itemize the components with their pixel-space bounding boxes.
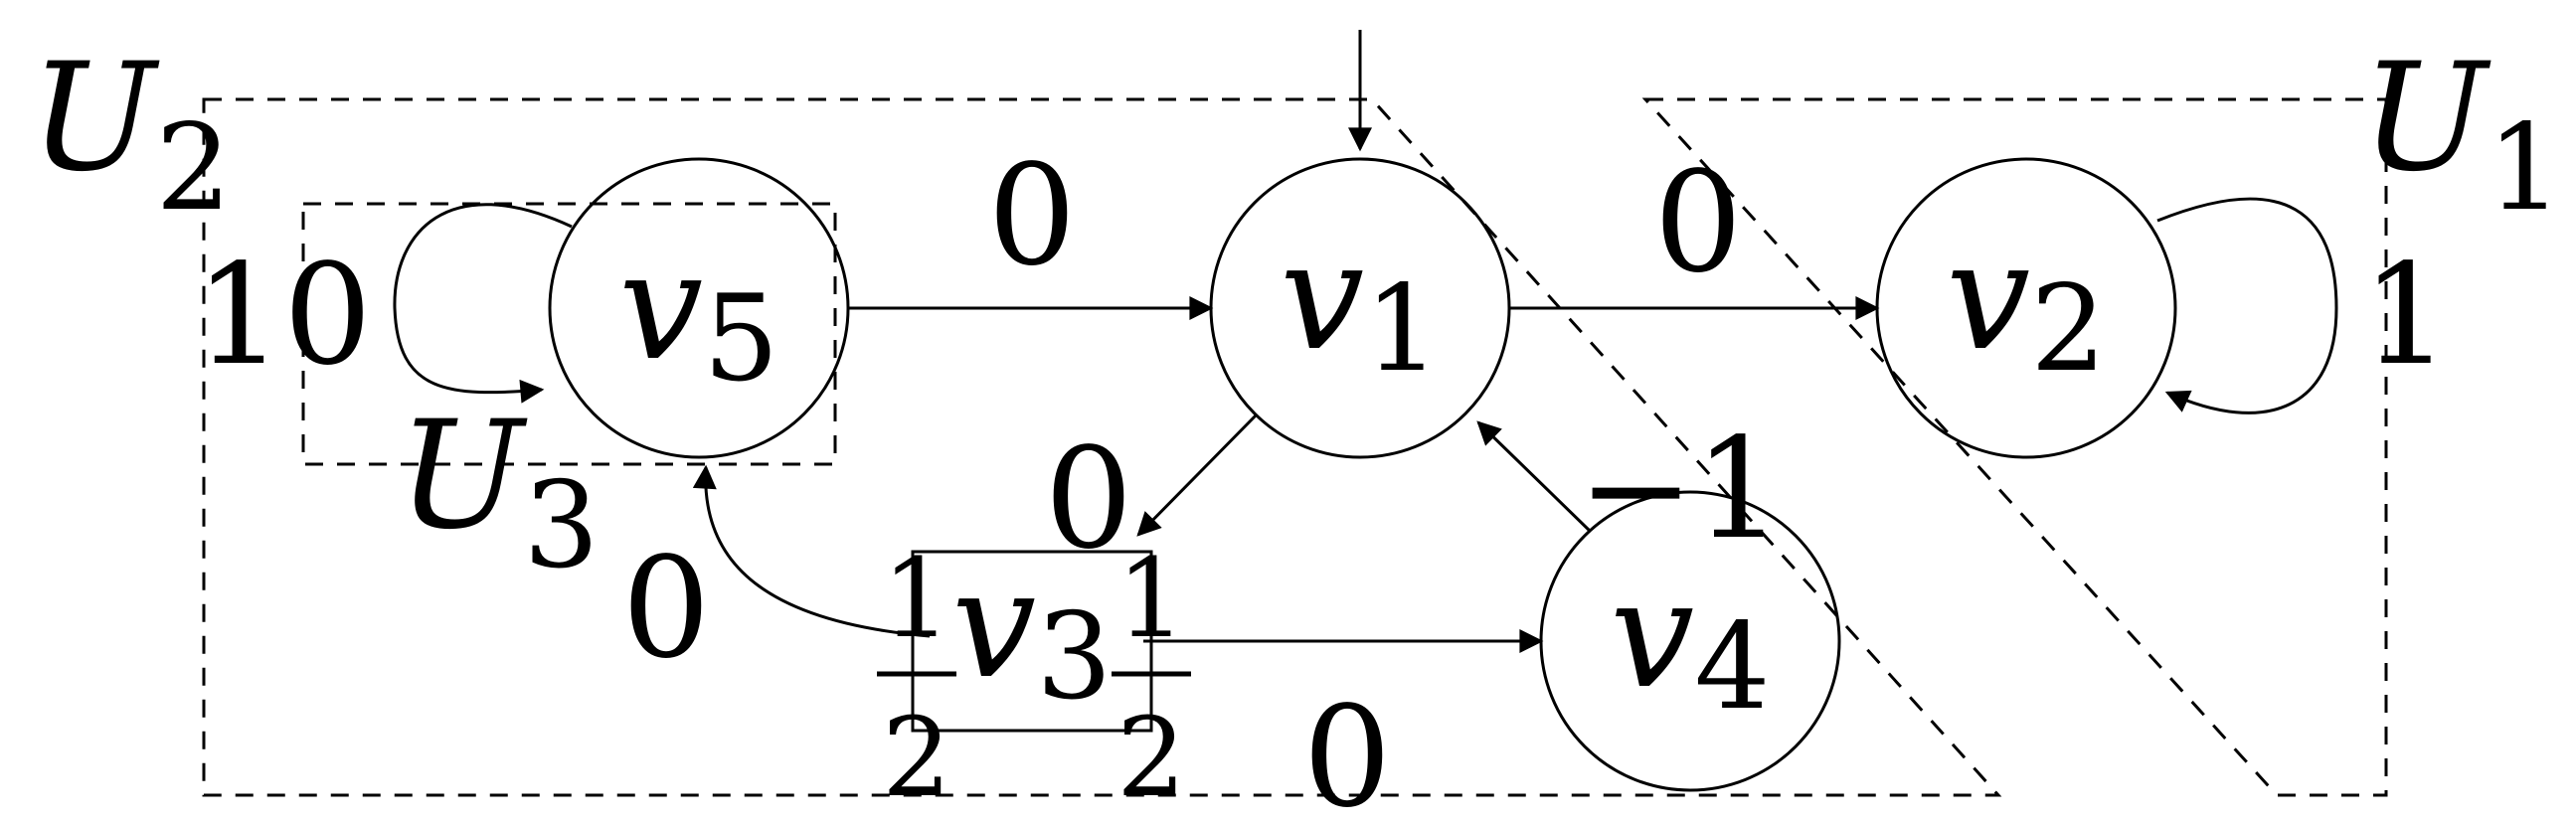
edge-v5-self-loop [393,203,573,404]
label-v5-loop: 10 [195,235,372,397]
label-v3-v5: 0 [621,528,710,690]
edge-v1-v3 [1136,413,1258,537]
node-v1 [1209,157,1511,459]
label-v4-v1: −1 [1578,409,1783,571]
label-v1-v2: 0 [1653,142,1742,304]
region-u1-label: U1 [2361,32,2563,238]
fraction-v3-left-numerator: 1 [882,535,951,662]
node-v2 [1875,157,2177,459]
node-v2-label: v2 [1946,211,2106,399]
node-v5 [548,157,850,459]
label-v1-v3: 0 [1044,418,1132,580]
label-v3-v4: 0 [1302,677,1391,825]
label-v5-v1: 0 [987,135,1076,297]
fraction-v3-left-denominator: 2 [882,694,951,821]
edge-v2-self-loop [2156,197,2338,414]
edge-v4-v1 [1476,420,1593,534]
region-u2-label: U2 [30,32,232,238]
node-v4 [1539,490,1841,792]
fraction-v3-right-denominator: 2 [1116,694,1186,821]
fraction-v3-right-numerator: 1 [1116,535,1186,662]
label-v2-loop: 1 [2361,235,2450,397]
node-v1-label: v1 [1280,211,1440,399]
node-v3-label: v3 [951,539,1112,727]
node-v3 [911,550,1153,733]
region-u2-boundary [202,97,2002,797]
edge-v3-v5 [692,464,931,638]
region-u1-boundary [1641,97,2388,797]
node-v5-label: v5 [618,221,778,409]
region-u3-boundary [301,202,837,466]
region-u3-label: U3 [398,390,600,595]
node-v4-label: v4 [1610,549,1770,737]
